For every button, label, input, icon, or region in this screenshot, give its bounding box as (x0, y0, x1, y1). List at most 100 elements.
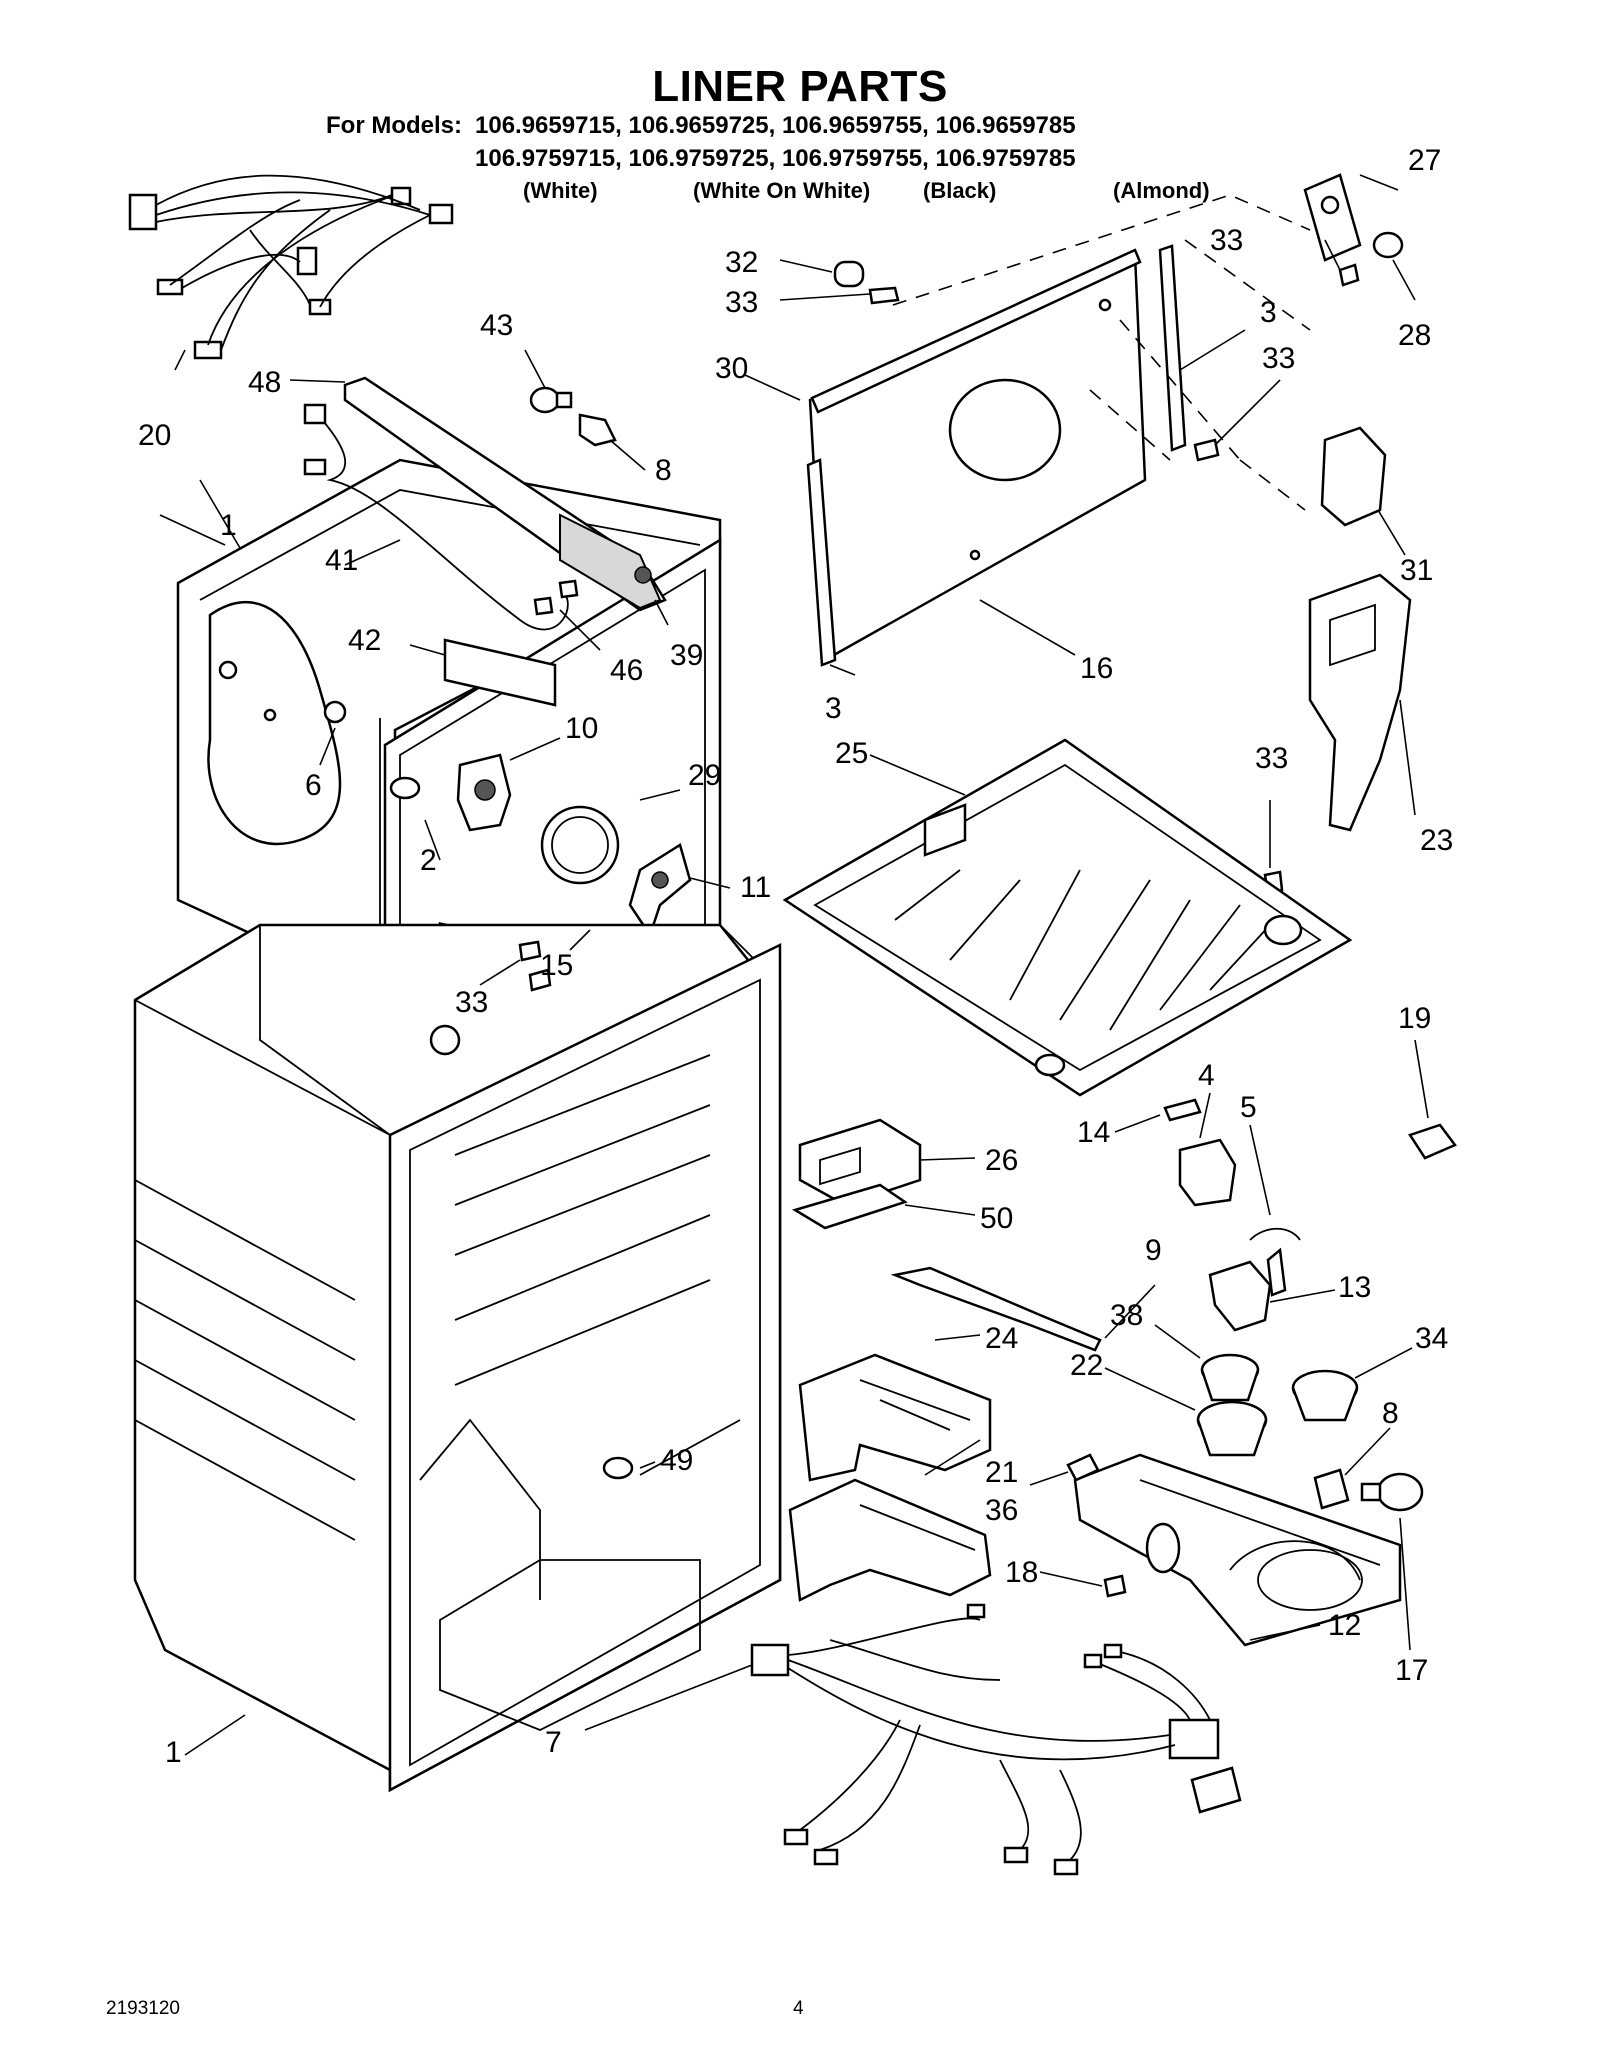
callout-34: 34 (1415, 1322, 1448, 1355)
callout-33-top: 33 (725, 286, 758, 319)
cup-22 (1196, 1400, 1268, 1457)
color-black: (Black) (923, 178, 997, 203)
cover-plate-27 (1303, 173, 1362, 262)
wire-harness-41 (317, 414, 569, 631)
callout-3-left: 3 (825, 692, 842, 725)
callout-39: 39 (670, 639, 703, 672)
callout-17: 17 (1395, 1654, 1428, 1687)
screw-33-right (1193, 438, 1220, 462)
label-50 (791, 1183, 908, 1230)
screw-33-liner (518, 940, 542, 962)
callout-14: 14 (1077, 1116, 1110, 1149)
color-almond: (Almond) (1113, 178, 1210, 203)
top-trim-30 (810, 248, 1142, 414)
callout-43: 43 (480, 309, 513, 342)
callout-36: 36 (985, 1494, 1018, 1527)
page-title: LINER PARTS (652, 62, 948, 111)
actuator-13 (1208, 1247, 1287, 1332)
light-bracket-48 (343, 376, 667, 612)
callout-8-upper: 8 (655, 454, 672, 487)
callout-33-shelf: 33 (1255, 742, 1288, 775)
models-row-2: 106.9759715, 106.9759725, 106.9759755, 1… (475, 145, 1076, 172)
callout-49: 49 (660, 1444, 693, 1477)
callout-11: 11 (740, 871, 771, 904)
connector-41a (303, 403, 327, 425)
callout-46: 46 (610, 654, 643, 687)
gasket-3-left (806, 458, 837, 667)
callout-26: 26 (985, 1144, 1018, 1177)
callout-24: 24 (985, 1322, 1018, 1355)
callout-30: 30 (715, 352, 748, 385)
callout-5: 5 (1240, 1091, 1257, 1124)
callout-20: 20 (138, 419, 171, 452)
fresh-food-liner-1 (133, 923, 782, 1793)
callout-19: 19 (1398, 1002, 1431, 1035)
callout-23: 23 (1420, 824, 1453, 857)
callout-50: 50 (980, 1202, 1013, 1235)
callout-33-liner: 33 (455, 986, 488, 1019)
callout-9: 9 (1145, 1234, 1162, 1267)
callout-33-right: 33 (1262, 342, 1295, 375)
guide-lines (892, 194, 1311, 511)
fan-blade-11 (628, 843, 692, 938)
callout-13: 13 (1338, 1271, 1371, 1304)
light-bulb-43 (529, 386, 573, 414)
cup-38 (1200, 1353, 1260, 1402)
callout-38: 38 (1110, 1299, 1143, 1332)
page-number: 4 (793, 1998, 804, 2019)
callout-labels: 1 1 2 3 3 4 5 6 7 8 8 9 10 11 12 13 14 1… (138, 144, 1453, 1769)
callout-32: 32 (725, 246, 758, 279)
light-bulb-17 (1360, 1472, 1424, 1512)
spring-9 (890, 1266, 1102, 1352)
retainer-5 (1249, 1227, 1301, 1241)
bracket-19 (1408, 1123, 1457, 1160)
callout-33-cover: 33 (1210, 224, 1243, 257)
bracket-26 (798, 1118, 922, 1207)
callout-8-lower: 8 (1382, 1397, 1399, 1430)
leader-lines (159, 174, 1429, 1756)
screw-33-top (868, 286, 900, 305)
doc-number: 2193120 (106, 1998, 180, 2019)
fuse-18 (1103, 1574, 1127, 1598)
plug-28 (1372, 231, 1404, 259)
switch-4 (1178, 1138, 1237, 1207)
models-row-1: 106.9659715, 106.9659725, 106.9659755, 1… (475, 112, 1076, 139)
callout-16: 16 (1080, 652, 1113, 685)
models-label: For Models: (326, 112, 462, 139)
air-duct-23 (1308, 573, 1412, 832)
callout-15: 15 (540, 949, 573, 982)
callout-10: 10 (565, 712, 598, 745)
color-white-on-white: (White On White) (693, 178, 871, 203)
screw-33-top-right (1338, 263, 1360, 287)
wiring-harness-20 (128, 174, 454, 360)
freezer-floor-25 (782, 738, 1353, 1097)
callout-27: 27 (1408, 144, 1441, 177)
callout-12: 12 (1328, 1609, 1361, 1642)
callout-1-fresh-food: 1 (165, 1736, 182, 1769)
callout-29: 29 (688, 759, 721, 792)
callout-25: 25 (835, 737, 868, 770)
gasket-3-right (1158, 244, 1187, 452)
callout-2: 2 (420, 844, 437, 877)
callout-1-freezer: 1 (220, 509, 237, 542)
callout-42: 42 (348, 624, 381, 657)
bracket-14 (1163, 1098, 1202, 1122)
callout-41: 41 (325, 544, 358, 577)
connector-41b (303, 458, 327, 476)
ice-bin-21 (788, 1478, 992, 1602)
air-duct-cap-31 (1320, 426, 1387, 527)
callout-3-right: 3 (1260, 296, 1277, 329)
callout-21: 21 (985, 1456, 1018, 1489)
callout-18: 18 (1005, 1556, 1038, 1589)
rear-panel-16 (808, 253, 1147, 663)
dispenser-housing-12 (1073, 1453, 1402, 1647)
callout-48: 48 (248, 366, 281, 399)
spacer-32 (833, 260, 865, 288)
callout-22: 22 (1070, 1349, 1103, 1382)
heat-shield-42 (443, 638, 557, 707)
ice-chute-24 (798, 1353, 992, 1482)
fan-motor-10 (456, 753, 512, 832)
callout-31: 31 (1400, 554, 1433, 587)
cup-34 (1291, 1369, 1359, 1422)
